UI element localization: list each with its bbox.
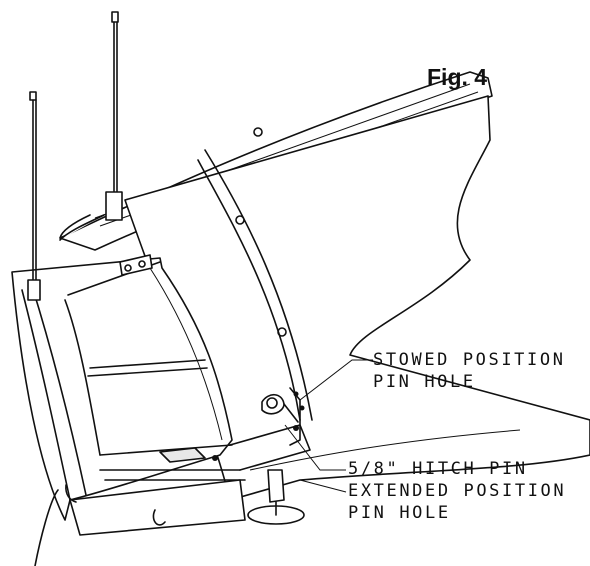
extended-pin-hole-label: PIN HOLE	[348, 503, 451, 523]
wing-extension	[11, 257, 311, 566]
stowed-position-label: STOWED POSITION	[373, 350, 566, 370]
marker-rod-left	[27, 91, 41, 301]
marker-rod-right	[105, 11, 123, 221]
hinge-bracket	[59, 214, 153, 276]
hitch-pin-assembly	[247, 387, 305, 525]
callout-leaders	[284, 359, 373, 493]
hitch-pin-label: 5/8" HITCH PIN	[348, 459, 528, 479]
stowed-pin-hole-label: PIN HOLE	[373, 372, 476, 392]
figure-label: Fig. 4	[427, 64, 488, 90]
moldboard-blade	[124, 95, 590, 501]
extended-position-label: EXTENDED POSITION	[348, 481, 567, 501]
